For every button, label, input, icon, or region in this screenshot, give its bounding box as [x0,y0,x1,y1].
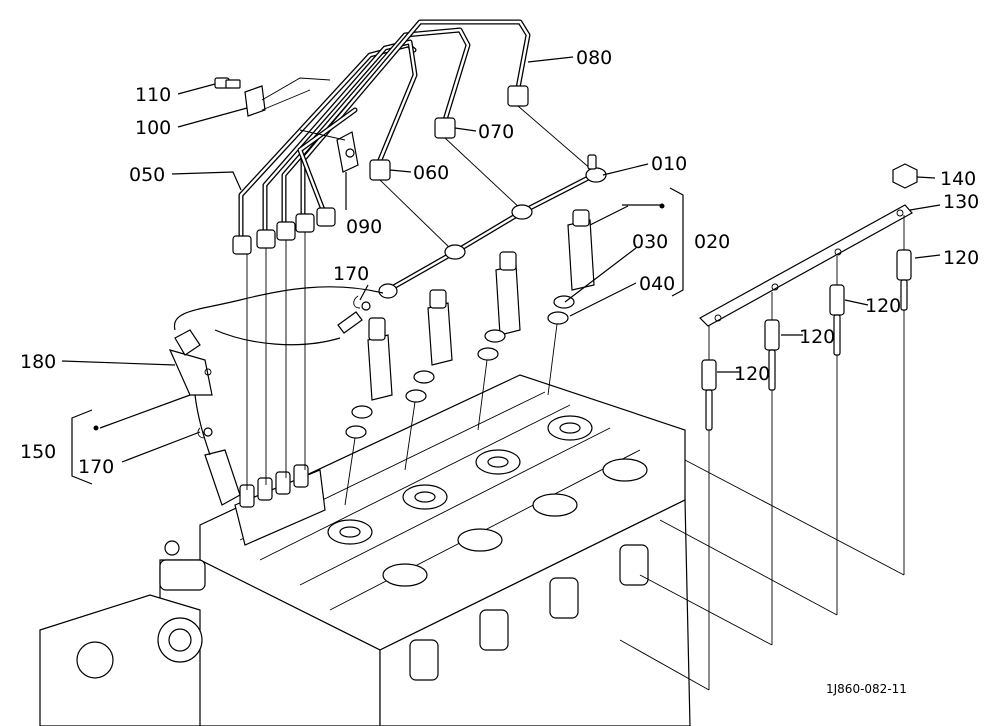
figure-code: 1J860-082-11 [826,682,907,696]
callout-120-c: 120 [865,295,901,317]
callout-170-lower: 170 [78,456,114,478]
glow-plug-assembly [619,163,918,691]
callout-050: 050 [129,164,165,186]
callout-020: 020 [694,231,730,253]
injection-pipes [232,19,593,490]
callout-170-upper: 170 [333,263,369,285]
callout-labels: 110 100 050 080 070 060 090 010 030 020 … [20,47,979,696]
callout-120-d: 120 [943,247,979,269]
callout-090: 090 [346,216,382,238]
leader-lines [61,56,941,463]
callout-120-b: 120 [799,326,835,348]
injection-pump-outlets [204,449,326,546]
callout-040: 040 [639,273,675,295]
callout-110: 110 [135,84,171,106]
callout-120-a: 120 [734,363,770,385]
injection-nozzles [344,209,595,506]
fuel-hose-assembly [168,286,384,456]
overflow-pipe [378,154,607,299]
callout-130: 130 [943,191,979,213]
cylinder-head [39,374,691,726]
callout-030: 030 [632,231,668,253]
pipe-clamps [214,77,359,173]
callout-080: 080 [576,47,612,69]
callout-150: 150 [20,441,56,463]
group-brackets [71,187,684,485]
callout-180: 180 [20,351,56,373]
callout-140: 140 [940,168,976,190]
callout-070: 070 [478,121,514,143]
callout-060: 060 [413,162,449,184]
callout-010: 010 [651,153,687,175]
callout-100: 100 [135,117,171,139]
